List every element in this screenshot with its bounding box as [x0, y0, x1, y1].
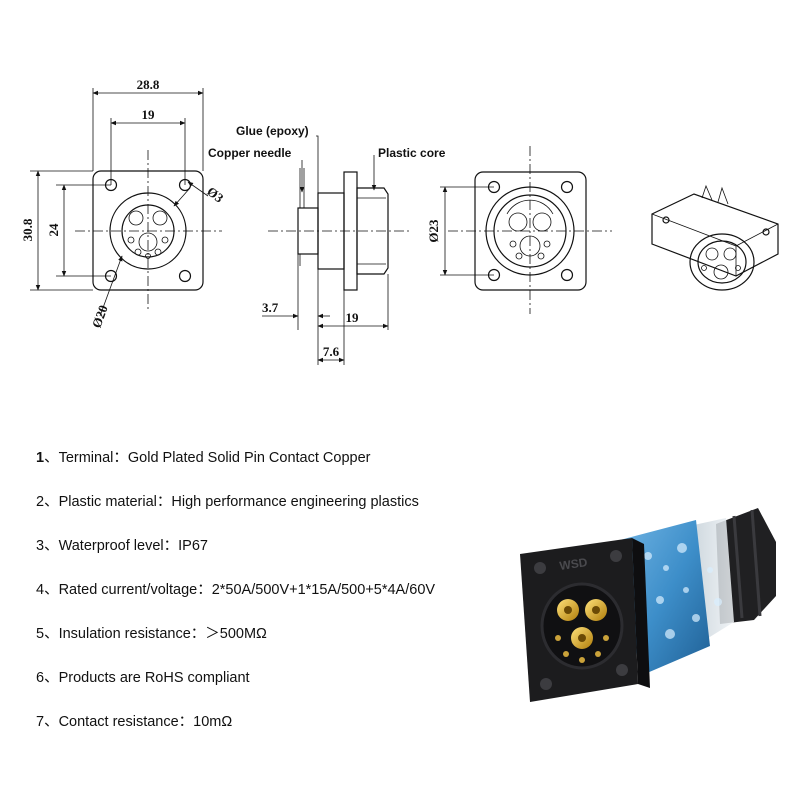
- spec-item-rated-current: 4、Rated current/voltage：2*50A/500V+1*15A…: [36, 578, 516, 622]
- spec-separator: 、: [44, 714, 59, 730]
- water-droplets: [644, 543, 722, 639]
- label-glue-epoxy: Glue (epoxy): [236, 124, 309, 138]
- dim-face-dia: Ø20: [89, 303, 111, 330]
- spec-item-terminal: 1、Terminal：Gold Plated Solid Pin Contact…: [36, 446, 516, 490]
- product-photo: WSD: [520, 508, 776, 702]
- spec-value: ＞500MΩ: [205, 626, 267, 642]
- spec-separator: 、: [44, 670, 59, 686]
- spec-separator: 、: [44, 626, 59, 642]
- rear-view: Ø23: [426, 146, 612, 314]
- dim-core-dia: Ø23: [426, 219, 441, 243]
- spec-number: 6: [36, 670, 45, 686]
- spec-separator: 、: [44, 450, 59, 466]
- spec-list: 1、Terminal：Gold Plated Solid Pin Contact…: [36, 446, 516, 754]
- dim-width-holes: 19: [142, 107, 156, 122]
- spec-number: 1: [36, 450, 45, 466]
- spec-value: IP67: [178, 538, 208, 554]
- technical-drawing: 28.8 19 30.8 24 Ø3 Ø20 Glue (epoxy) Copp…: [20, 77, 779, 365]
- spec-label: Insulation resistance：: [58, 626, 206, 642]
- spec-value: Gold Plated Solid Pin Contact Copper: [127, 450, 371, 466]
- spec-label: Rated current/voltage：: [58, 582, 212, 598]
- dim-hole-dia: Ø3: [204, 184, 227, 206]
- isometric-view: [651, 184, 779, 291]
- spec-item-contact-resistance: 7、Contact resistance：10mΩ: [36, 710, 516, 754]
- spec-separator: 、: [44, 582, 59, 598]
- spec-label: Plastic material：: [58, 494, 172, 510]
- spec-separator: 、: [44, 494, 59, 510]
- spec-label: Contact resistance：: [58, 714, 194, 730]
- dim-height-overall: 30.8: [20, 218, 35, 241]
- dim-width-overall: 28.8: [137, 77, 160, 92]
- spec-item-rohs: 6、Products are RoHS compliant: [36, 666, 516, 710]
- spec-number: 5: [36, 626, 45, 642]
- spec-label: Terminal：: [58, 450, 128, 466]
- label-copper-needle: Copper needle: [208, 146, 292, 160]
- side-view: Glue (epoxy) Copper needle Plastic core …: [208, 124, 446, 365]
- spec-value: High performance engineering plastics: [171, 494, 419, 510]
- spec-item-waterproof-level: 3、Waterproof level：IP67: [36, 534, 516, 578]
- brand-mark: WSD: [559, 555, 589, 573]
- spec-number: 2: [36, 494, 45, 510]
- dim-pin-protrusion: 3.7: [262, 300, 279, 315]
- spec-item-insulation-resistance: 5、Insulation resistance：＞500MΩ: [36, 622, 516, 666]
- dim-body-length: 19: [346, 310, 360, 325]
- dim-flange-length: 7.6: [323, 344, 340, 359]
- spec-separator: 、: [44, 538, 59, 554]
- spec-item-plastic-material: 2、Plastic material：High performance engi…: [36, 490, 516, 534]
- spec-number: 4: [36, 582, 45, 598]
- spec-number: 7: [36, 714, 45, 730]
- label-plastic-core: Plastic core: [378, 146, 446, 160]
- front-view: 28.8 19 30.8 24 Ø3 Ø20: [20, 77, 227, 330]
- spec-label: Waterproof level：: [58, 538, 179, 554]
- spec-value: 2*50A/500V+1*15A/500+5*4A/60V: [211, 582, 436, 598]
- dim-height-holes: 24: [46, 223, 61, 237]
- socket-face: [540, 582, 624, 670]
- spec-number: 3: [36, 538, 45, 554]
- spec-value: 10mΩ: [193, 714, 233, 730]
- spec-label: Products are RoHS compliant: [58, 670, 250, 686]
